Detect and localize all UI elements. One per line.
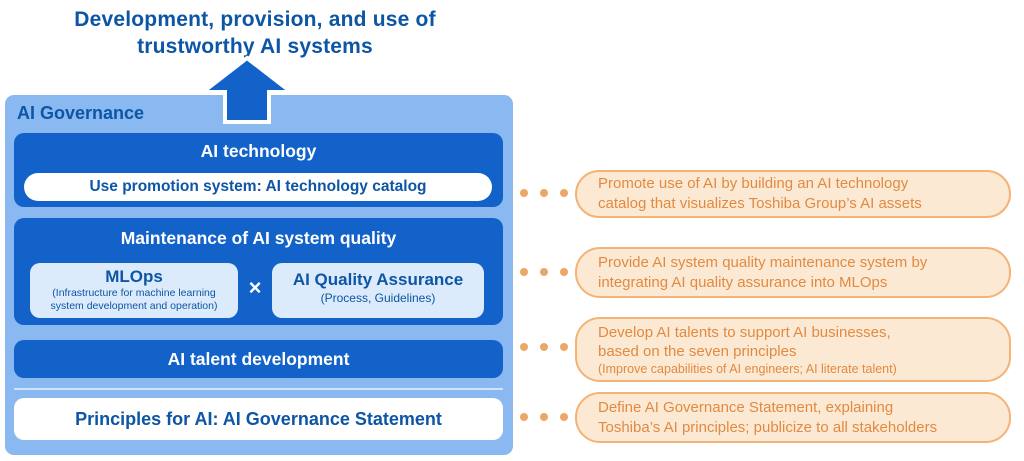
connector-dots-1 — [520, 189, 568, 197]
multiply-icon: × — [248, 275, 262, 300]
ai-quality-assurance-title: AI Quality Assurance — [292, 270, 464, 289]
callout-talent: Develop AI talents to support AI busines… — [575, 317, 1011, 382]
principles-box: Principles for AI: AI Governance Stateme… — [14, 398, 503, 440]
dot-icon — [560, 343, 568, 351]
mlops-subtitle: (Infrastructure for machine learning sys… — [30, 287, 238, 313]
callout-line: Provide AI system quality maintenance sy… — [598, 253, 928, 271]
connector-dots-4 — [520, 413, 568, 421]
ai-governance-panel: AI Governance AI technology Use promotio… — [5, 95, 513, 455]
up-arrow-icon — [201, 55, 293, 124]
ai-talent-box: AI talent development — [14, 340, 503, 378]
dot-icon — [540, 189, 548, 197]
page-title: Development, provision, and use of trust… — [55, 6, 455, 60]
page-title-line-1: Development, provision, and use of — [74, 8, 436, 31]
ai-quality-assurance-subtitle: (Process, Guidelines) — [320, 291, 436, 305]
callout-note: (Improve capabilities of AI engineers; A… — [598, 361, 897, 376]
callout-principles: Define AI Governance Statement, explaini… — [575, 392, 1011, 443]
page-title-line-2: trustworthy AI systems — [137, 35, 373, 58]
dot-icon — [560, 268, 568, 276]
ai-technology-box: AI technology Use promotion system: AI t… — [14, 133, 503, 207]
mlops-subtitle-line-2: system development and operation) — [50, 300, 218, 312]
dot-icon — [520, 268, 528, 276]
separator-line — [14, 388, 503, 390]
dot-icon — [540, 343, 548, 351]
mlops-title: MLOps — [105, 267, 163, 286]
callout-line: Develop AI talents to support AI busines… — [598, 323, 891, 341]
dot-icon — [560, 413, 568, 421]
callout-line: integrating AI quality assurance into ML… — [598, 273, 888, 291]
callout-line: Toshiba’s AI principles; publicize to al… — [598, 418, 938, 436]
callout-ai-technology: Promote use of AI by building an AI tech… — [575, 170, 1011, 218]
dot-icon — [540, 268, 548, 276]
ai-governance-label: AI Governance — [17, 103, 145, 123]
quality-maintenance-title: Maintenance of AI system quality — [120, 228, 397, 248]
ai-technology-title: AI technology — [200, 141, 317, 161]
dot-icon — [540, 413, 548, 421]
callout-line: based on the seven principles — [598, 342, 797, 360]
callout-quality: Provide AI system quality maintenance sy… — [575, 247, 1011, 298]
quality-maintenance-box: Maintenance of AI system quality MLOps (… — [14, 218, 503, 325]
callout-line: catalog that visualizes Toshiba Group’s … — [598, 195, 922, 212]
dot-icon — [520, 343, 528, 351]
ai-technology-catalog-pill: Use promotion system: AI technology cata… — [24, 173, 492, 201]
dot-icon — [560, 189, 568, 197]
connector-dots-3 — [520, 343, 568, 351]
connector-dots-2 — [520, 268, 568, 276]
ai-talent-title: AI talent development — [167, 349, 350, 369]
mlops-subtitle-line-1: (Infrastructure for machine learning — [52, 287, 216, 299]
mlops-box: MLOps (Infrastructure for machine learni… — [30, 263, 238, 318]
dot-icon — [520, 189, 528, 197]
ai-quality-assurance-box: AI Quality Assurance (Process, Guideline… — [272, 263, 484, 318]
dot-icon — [520, 413, 528, 421]
callout-line: Define AI Governance Statement, explaini… — [598, 398, 894, 416]
callout-line: Promote use of AI by building an AI tech… — [598, 175, 909, 192]
